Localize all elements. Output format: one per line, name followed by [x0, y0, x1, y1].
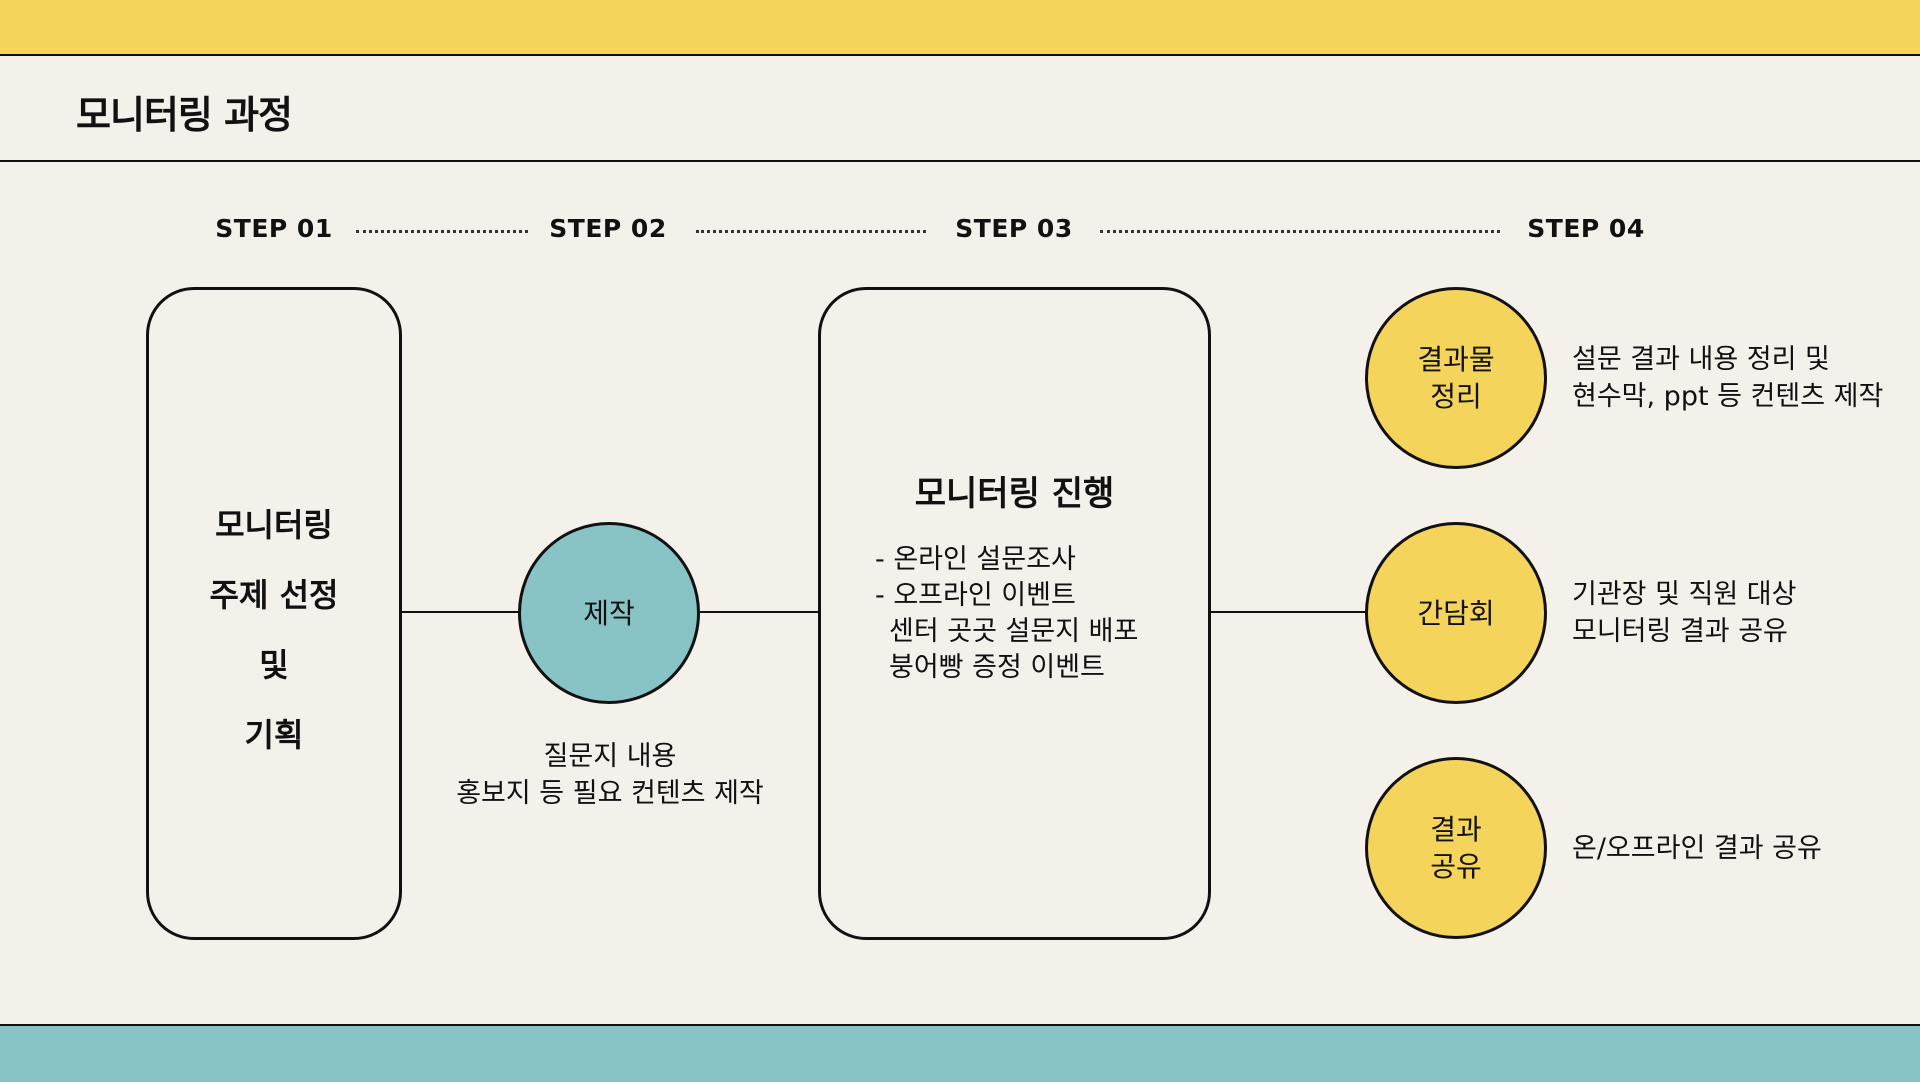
step-connector-dots [1100, 230, 1500, 233]
step4-circle-label: 간담회 [1417, 596, 1495, 630]
step1-line: 기획 [244, 716, 304, 754]
step-label-3: STEP 03 [955, 214, 1073, 243]
step4-desc-meeting: 기관장 및 직원 대상 모니터링 결과 공유 [1572, 576, 1796, 650]
step1-line: 모니터링 [215, 506, 333, 544]
step4-desc-line: 기관장 및 직원 대상 [1572, 579, 1797, 610]
step2-caption-line: 질문지 내용 [543, 741, 677, 772]
step4-circle-label: 공유 [1430, 850, 1482, 883]
step-label-4: STEP 04 [1527, 214, 1645, 243]
step-label-2: STEP 02 [549, 214, 667, 243]
step-connector-dots [356, 230, 528, 233]
step4-desc-line: 현수막, ppt 등 컨텐츠 제작 [1572, 381, 1884, 412]
step4-desc-line: 온/오프라인 결과 공유 [1572, 833, 1822, 864]
step2-circle: 제작 [518, 522, 700, 704]
header: 모니터링 과정 [0, 56, 1920, 162]
step4-desc-share: 온/오프라인 결과 공유 [1572, 830, 1822, 867]
step-label-1: STEP 01 [215, 214, 333, 243]
page-title: 모니터링 과정 [76, 93, 293, 137]
step1-line: 주제 선정 [209, 576, 339, 614]
step1-box: 모니터링 주제 선정 및 기획 [146, 287, 402, 940]
step3-item: - 오프라인 이벤트 [875, 580, 1076, 611]
step4-circle-label: 결과 [1430, 813, 1482, 846]
step4-circle-label: 결과물 [1417, 343, 1495, 376]
step4-circle-results: 결과물 정리 [1365, 287, 1547, 469]
step3-item: 센터 곳곳 설문지 배포 [889, 616, 1139, 647]
step3-title: 모니터링 진행 [914, 474, 1115, 514]
step3-box: 모니터링 진행 - 온라인 설문조사 - 오프라인 이벤트 센터 곳곳 설문지 … [818, 287, 1211, 940]
step4-circle-share: 결과 공유 [1365, 757, 1547, 939]
step4-desc-results: 설문 결과 내용 정리 및 현수막, ppt 등 컨텐츠 제작 [1572, 341, 1883, 415]
step2-caption-line: 홍보지 등 필요 컨텐츠 제작 [456, 778, 764, 809]
step1-line: 및 [259, 646, 289, 684]
step4-circle-meeting: 간담회 [1365, 522, 1547, 704]
flow-line [700, 611, 820, 613]
step4-desc-line: 설문 결과 내용 정리 및 [1572, 344, 1830, 375]
step3-item: - 온라인 설문조사 [875, 544, 1076, 575]
top-accent-bar [0, 0, 1920, 56]
step4-circle-label: 정리 [1430, 380, 1482, 413]
step3-list: - 온라인 설문조사 - 오프라인 이벤트 센터 곳곳 설문지 배포 붕어빵 증… [875, 542, 1138, 686]
step-connector-dots [696, 230, 926, 233]
step3-item: 붕어빵 증정 이벤트 [889, 652, 1105, 683]
flow-line [400, 611, 520, 613]
step4-desc-line: 모니터링 결과 공유 [1572, 616, 1788, 647]
step2-caption: 질문지 내용 홍보지 등 필요 컨텐츠 제작 [430, 738, 790, 812]
bottom-accent-bar [0, 1024, 1920, 1082]
step1-text: 모니터링 주제 선정 및 기획 [149, 490, 399, 770]
step2-circle-label: 제작 [583, 596, 635, 630]
flow-line [1209, 611, 1367, 613]
